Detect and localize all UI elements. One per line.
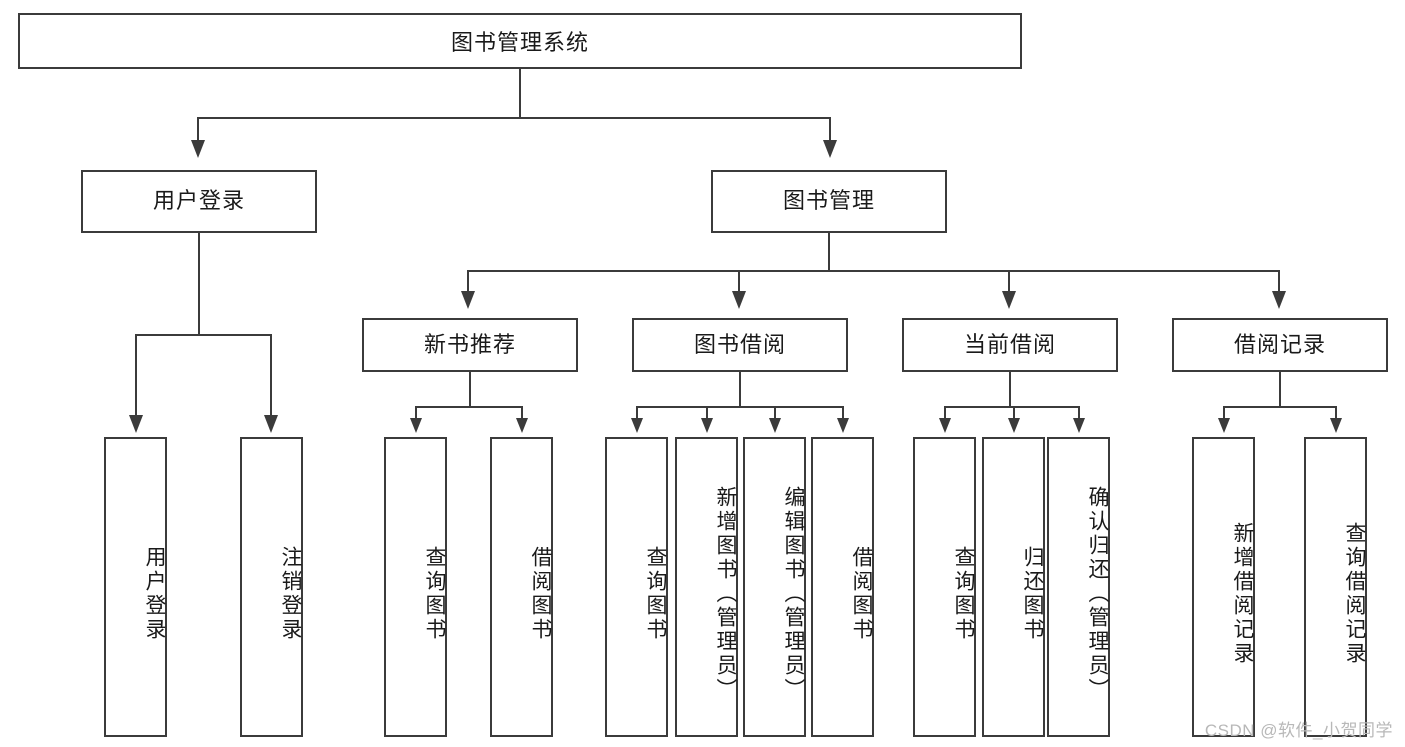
arrowhead-leaf-user-login [129, 415, 143, 433]
connector-borrow-record-leaf1 [1223, 406, 1225, 420]
leaf-logout[interactable]: 注销登录 [240, 437, 303, 737]
node-label: 归还图书 [1021, 546, 1044, 642]
connector-current-borrow-leaf2 [1013, 406, 1015, 420]
connector-current-borrow-bar [944, 406, 1079, 408]
arrowhead-new-book [461, 291, 475, 309]
node-user-login[interactable]: 用户登录 [81, 170, 317, 233]
connector-new-book-stem [469, 372, 471, 406]
node-label: 新增图书（管理员） [714, 486, 737, 702]
node-label: 借阅图书 [850, 546, 873, 642]
leaf-return-book[interactable]: 归还图书 [982, 437, 1045, 737]
connector-new-book-leaf2 [521, 406, 523, 420]
node-book-management[interactable]: 图书管理 [711, 170, 947, 233]
arrowhead-leaf-borrow-book-nb [516, 418, 528, 433]
connector-to-user-login [197, 117, 199, 143]
arrowhead-leaf-query-book-bb [631, 418, 643, 433]
node-label: 借阅图书 [529, 546, 552, 642]
node-label: 查询图书 [644, 546, 667, 642]
connector-user-login-leaf2 [270, 334, 272, 418]
connector-book-borrow-leaf4 [842, 406, 844, 420]
leaf-query-book-borrow[interactable]: 查询图书 [605, 437, 668, 737]
node-label: 用户登录 [143, 546, 166, 642]
node-root-system[interactable]: 图书管理系统 [18, 13, 1022, 69]
node-borrow-record[interactable]: 借阅记录 [1172, 318, 1388, 372]
leaf-user-login[interactable]: 用户登录 [104, 437, 167, 737]
arrowhead-borrow-record [1272, 291, 1286, 309]
connector-user-login-leaf1 [135, 334, 137, 418]
connector-root-stem [519, 69, 521, 117]
connector-borrow-record-bar [1223, 406, 1337, 408]
connector-level3-bar [467, 270, 1280, 272]
leaf-add-borrow-record[interactable]: 新增借阅记录 [1192, 437, 1255, 737]
csdn-watermark: CSDN @软件_小贺同学 [1204, 721, 1393, 740]
leaf-query-book-new[interactable]: 查询图书 [384, 437, 447, 737]
node-label: 查询图书 [952, 546, 975, 642]
connector-to-book-borrow [738, 270, 740, 294]
arrowhead-user-login [191, 140, 205, 158]
connector-book-borrow-leaf1 [636, 406, 638, 420]
connector-user-login-bar [135, 334, 272, 336]
connector-to-book-manage [829, 117, 831, 143]
node-label: 确认归还（管理员） [1086, 486, 1109, 702]
leaf-query-borrow-record[interactable]: 查询借阅记录 [1304, 437, 1367, 737]
node-label: 注销登录 [279, 546, 302, 642]
arrowhead-leaf-confirm-return [1073, 418, 1085, 433]
node-label: 新增借阅记录 [1231, 522, 1254, 666]
node-book-borrow[interactable]: 图书借阅 [632, 318, 848, 372]
connector-current-borrow-leaf3 [1078, 406, 1080, 420]
arrowhead-leaf-add-record [1218, 418, 1230, 433]
connector-book-borrow-leaf2 [706, 406, 708, 420]
arrowhead-leaf-return-book [1008, 418, 1020, 433]
arrowhead-leaf-query-book-cb [939, 418, 951, 433]
node-new-book-recommend[interactable]: 新书推荐 [362, 318, 578, 372]
arrowhead-leaf-edit-book [769, 418, 781, 433]
connector-borrow-record-stem [1279, 372, 1281, 406]
connector-book-borrow-bar [636, 406, 843, 408]
connector-borrow-record-leaf2 [1335, 406, 1337, 420]
node-label: 图书借阅 [693, 331, 786, 357]
arrowhead-leaf-add-book [701, 418, 713, 433]
connector-new-book-bar [415, 406, 523, 408]
connector-user-login-stem [198, 233, 200, 334]
leaf-borrow-book[interactable]: 借阅图书 [811, 437, 874, 737]
node-label: 当前借阅 [963, 331, 1056, 357]
leaf-query-book-current[interactable]: 查询图书 [913, 437, 976, 737]
connector-to-borrow-record [1278, 270, 1280, 294]
arrowhead-current-borrow [1002, 291, 1016, 309]
connector-book-borrow-stem [739, 372, 741, 406]
leaf-borrow-book-new[interactable]: 借阅图书 [490, 437, 553, 737]
arrowhead-leaf-logout [264, 415, 278, 433]
arrowhead-book-borrow [732, 291, 746, 309]
connector-to-current-borrow [1008, 270, 1010, 294]
connector-book-borrow-leaf3 [774, 406, 776, 420]
node-label: 图书管理系统 [450, 30, 589, 55]
node-current-borrow[interactable]: 当前借阅 [902, 318, 1118, 372]
arrowhead-leaf-query-book-nb [410, 418, 422, 433]
node-label: 图书管理 [782, 188, 875, 214]
node-label: 用户登录 [152, 188, 245, 214]
connector-new-book-leaf1 [415, 406, 417, 420]
arrowhead-leaf-query-record [1330, 418, 1342, 433]
node-label: 新书推荐 [423, 331, 516, 357]
leaf-confirm-return-admin[interactable]: 确认归还（管理员） [1047, 437, 1110, 737]
connector-current-borrow-leaf1 [944, 406, 946, 420]
node-label: 查询图书 [423, 546, 446, 642]
leaf-edit-book-admin[interactable]: 编辑图书（管理员） [743, 437, 806, 737]
arrowhead-leaf-borrow-book-bb [837, 418, 849, 433]
connector-book-manage-stem [828, 233, 830, 270]
node-label: 借阅记录 [1233, 331, 1326, 357]
connector-level2-bar [197, 117, 831, 119]
arrowhead-book-manage [823, 140, 837, 158]
leaf-add-book-admin[interactable]: 新增图书（管理员） [675, 437, 738, 737]
node-label: 编辑图书（管理员） [782, 486, 805, 702]
node-label: 查询借阅记录 [1343, 522, 1366, 666]
connector-to-new-book [467, 270, 469, 294]
connector-current-borrow-stem [1009, 372, 1011, 406]
